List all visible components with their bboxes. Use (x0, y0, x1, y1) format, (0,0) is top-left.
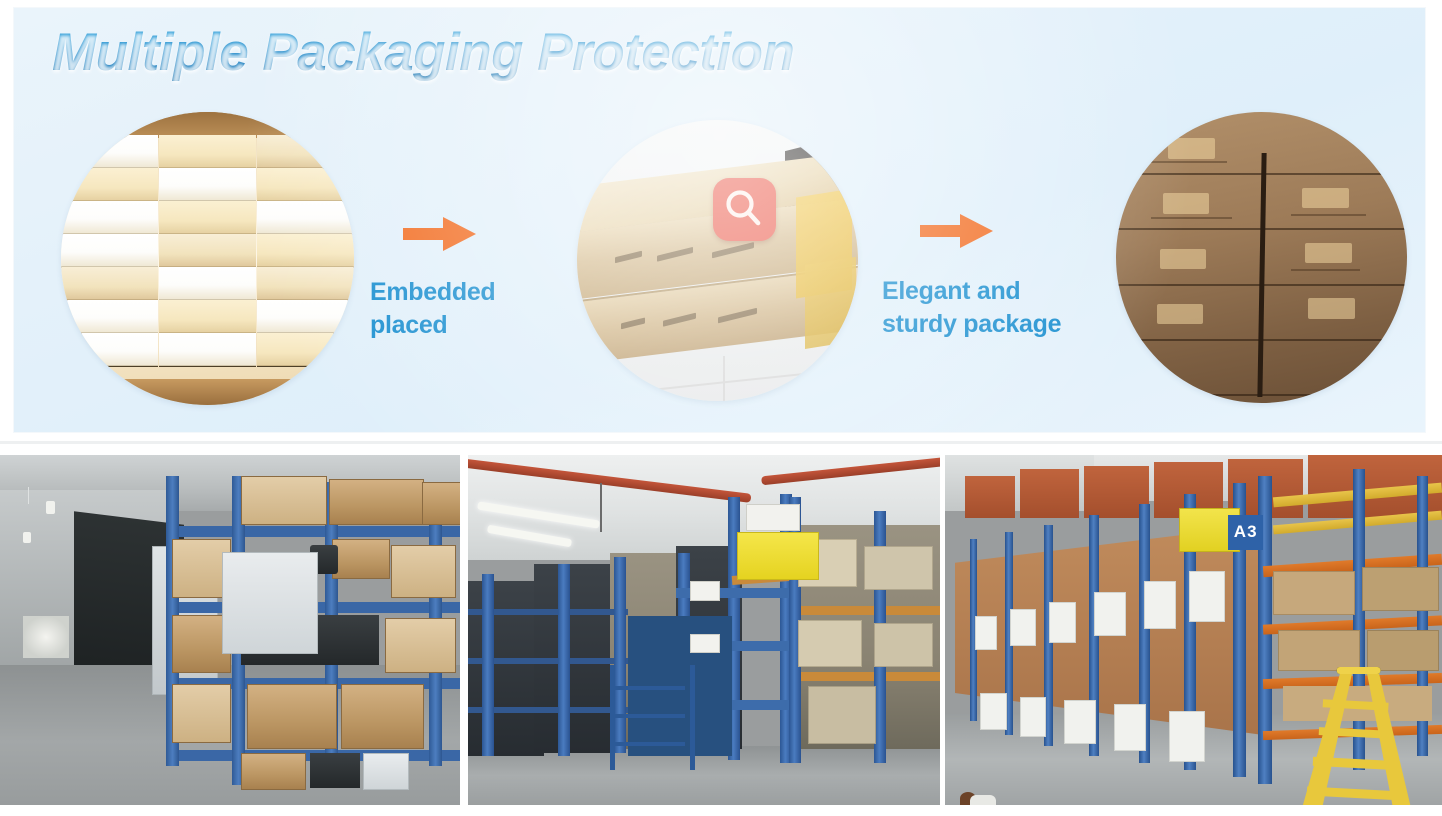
magnifier-icon (726, 190, 761, 226)
caption-2-line-1: Elegant and (882, 277, 1021, 305)
step-ladder (1293, 665, 1422, 805)
yellow-warehouse-sign (737, 532, 820, 580)
warehouse-photo-2 (468, 455, 940, 805)
brown-cartons-photo (1116, 112, 1407, 403)
box-column-left (61, 135, 158, 381)
page-title: Multiple Packaging Protection (52, 23, 795, 82)
aisle-sign-a3: A3 (1228, 514, 1264, 550)
carton-top-flap (61, 112, 354, 139)
packaging-step-1-caption: Embedded placed (370, 276, 496, 342)
warehouse-photo-3: A3 (945, 455, 1442, 805)
warehouse-photo-1 (0, 455, 460, 805)
box-column-right (256, 135, 354, 381)
packaging-step-1-image (61, 112, 354, 405)
arrow-right-icon (403, 214, 477, 254)
caption-1-line-1: Embedded (370, 278, 496, 306)
packaging-protection-panel: Multiple Packaging Protection (14, 8, 1425, 432)
arrow-right-icon (920, 211, 994, 251)
carton-bottom-flap (61, 378, 354, 405)
packaging-step-3-image (1116, 112, 1407, 403)
tape-strip-right-lower (804, 256, 856, 349)
packaging-step-2-caption: Elegant and sturdy package (882, 275, 1062, 341)
warehouse-gallery: A3 (0, 455, 1442, 805)
floor-tile-line (577, 367, 858, 399)
floor-tile-line-vertical (723, 356, 726, 401)
box-column-middle (158, 135, 256, 381)
magnifier-badge[interactable] (713, 178, 776, 241)
caption-2-line-2: sturdy package (882, 310, 1062, 338)
section-divider (0, 441, 1442, 444)
steel-rack (147, 476, 460, 791)
caption-1-line-2: placed (370, 311, 448, 339)
kraft-boxes-photo (577, 120, 858, 401)
packaging-step-2-image (577, 120, 858, 401)
white-boxes-photo (61, 112, 354, 405)
white-warehouse-sign (746, 504, 801, 531)
